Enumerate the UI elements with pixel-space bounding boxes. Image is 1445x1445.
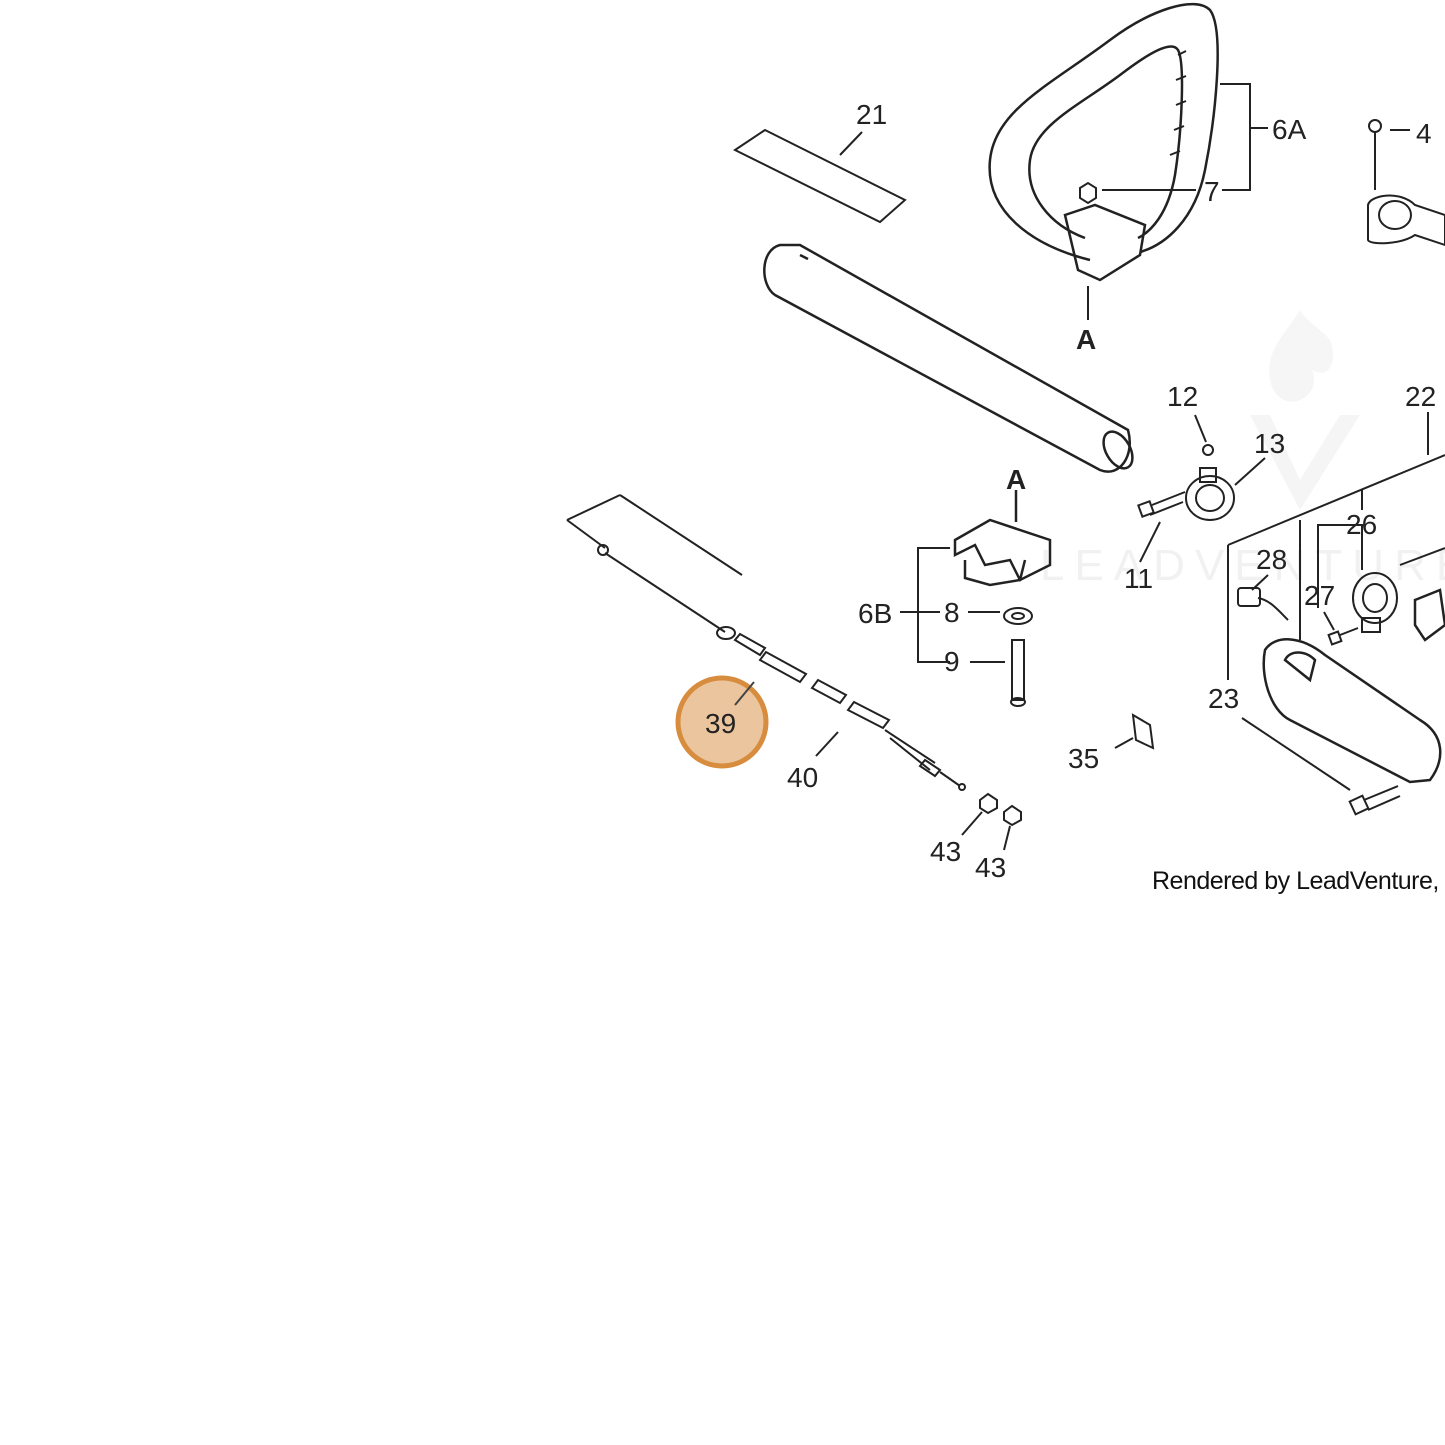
- part-43-nuts: [961, 792, 1022, 851]
- label-40: 40: [787, 762, 818, 793]
- part-13-clamp: [1185, 414, 1266, 521]
- leadventure-watermark: LEADVENTURE: [1040, 310, 1445, 590]
- watermark-text: LEADVENTURE: [1040, 541, 1445, 590]
- part-39-40-throttle-cable: [566, 494, 966, 791]
- part-27-screw: [1323, 611, 1359, 646]
- part-6b-mount-block: [953, 490, 1052, 587]
- handle-grip-ridges: [1169, 50, 1187, 156]
- part-7-nut: [1079, 181, 1097, 205]
- label-21: 21: [856, 99, 887, 130]
- watermark-v-icon: [1250, 415, 1360, 510]
- part-12-washer: [1202, 444, 1214, 456]
- part-35-label-tag: [1114, 713, 1155, 750]
- label-43-right: 43: [975, 852, 1006, 883]
- part-8-washer: [1003, 607, 1033, 625]
- part-6a-loop-handle: [988, 2, 1219, 282]
- part-23-screw: [1241, 717, 1401, 816]
- bracket-6b: [900, 547, 1005, 663]
- label-13: 13: [1254, 428, 1285, 459]
- render-credit: Rendered by LeadVenture, Inc: [1152, 867, 1445, 895]
- label-35: 35: [1068, 743, 1099, 774]
- highlight-circle[interactable]: [675, 675, 769, 769]
- label-4: 4: [1416, 118, 1432, 149]
- part-11-screw: [1137, 491, 1186, 563]
- part-9-bolt: [1010, 639, 1026, 707]
- bracket-6a: [1087, 83, 1268, 320]
- label-9: 9: [944, 646, 960, 677]
- watermark-flame-icon: [1269, 310, 1334, 402]
- part-28-switch: [1237, 574, 1289, 621]
- label-7: 7: [1204, 176, 1220, 207]
- label-ref-a-top: A: [1076, 324, 1096, 355]
- label-22: 22: [1405, 381, 1436, 412]
- shaft-tube: [763, 243, 1134, 473]
- part-21-decal: [733, 128, 907, 224]
- label-6b: 6B: [858, 598, 892, 629]
- label-26: 26: [1346, 509, 1377, 540]
- label-23: 23: [1208, 683, 1239, 714]
- label-43-left: 43: [930, 836, 961, 867]
- part-4-screw-clamp: [1367, 119, 1445, 247]
- label-28: 28: [1256, 544, 1287, 575]
- label-11: 11: [1124, 563, 1153, 594]
- part-22-shaft-housing: [1227, 412, 1445, 680]
- label-27: 27: [1304, 580, 1335, 611]
- part-39-highlight[interactable]: [675, 675, 769, 769]
- label-8: 8: [944, 597, 960, 628]
- part-26-clamp: [1317, 524, 1398, 633]
- label-39[interactable]: 39: [705, 708, 736, 739]
- label-ref-a-mid: A: [1006, 464, 1026, 495]
- label-12: 12: [1167, 381, 1198, 412]
- label-6a: 6A: [1272, 114, 1307, 145]
- part-23-throttle-housing: [1262, 588, 1445, 784]
